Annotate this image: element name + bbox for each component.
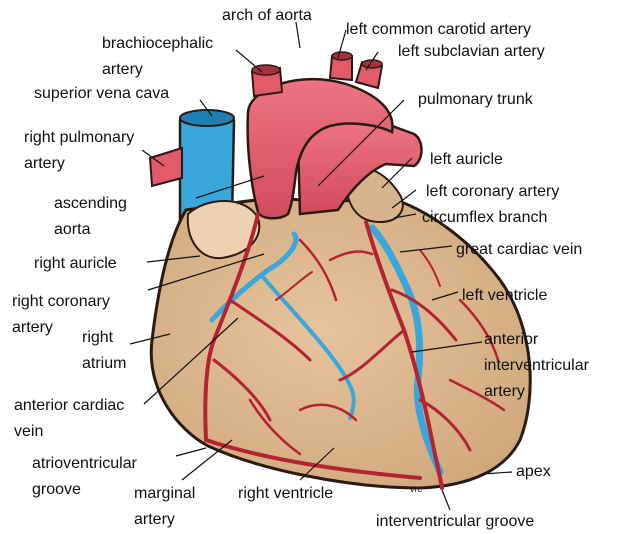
label-marginal-artery-line1: marginal: [134, 485, 195, 502]
label-brachiocephalic-line1: brachiocephalic: [102, 35, 213, 52]
label-left-ventricle: left ventricle: [462, 287, 547, 304]
label-pulmonary-trunk: pulmonary trunk: [418, 91, 534, 108]
right-pulmonary-artery-vessel: [150, 148, 182, 186]
label-right-atrium-line1: right: [82, 329, 114, 346]
label-atrioventricular-groove-line1: atrioventricular: [32, 455, 138, 472]
label-anterior-interventricular-line2: interventricular: [484, 357, 590, 374]
label-interventricular-groove: interventricular groove: [376, 513, 534, 530]
artist-signature: vrc: [410, 484, 422, 494]
label-ascending-aorta-line2: aorta: [54, 221, 91, 238]
label-arch-of-aorta: arch of aorta: [222, 7, 312, 24]
label-anterior-cardiac-vein-line1: anterior cardiac: [14, 397, 124, 414]
label-left-auricle: left auricle: [430, 151, 503, 168]
label-apex: apex: [516, 463, 551, 480]
label-right-ventricle: right ventricle: [238, 485, 333, 502]
label-right-atrium-line2: atrium: [82, 355, 126, 372]
label-great-cardiac-vein: great cardiac vein: [456, 241, 582, 258]
label-anterior-interventricular-line1: anterior: [484, 331, 539, 348]
label-left-common-carotid-artery: left common carotid artery: [346, 21, 531, 38]
label-right-pulmonary-line2: artery: [24, 155, 65, 172]
label-circumflex-branch: circumflex branch: [422, 209, 547, 226]
label-right-auricle: right auricle: [34, 255, 117, 272]
label-anterior-interventricular-line3: artery: [484, 383, 525, 400]
label-ascending-aorta-line1: ascending: [54, 195, 127, 212]
label-left-subclavian-artery: left subclavian artery: [398, 43, 545, 60]
label-marginal-artery-line2: artery: [134, 511, 175, 528]
left-common-carotid-opening: [332, 52, 352, 60]
superior-vena-cava-opening: [180, 110, 234, 126]
label-brachiocephalic-line2: artery: [102, 61, 143, 78]
label-superior-vena-cava: superior vena cava: [34, 85, 169, 102]
label-right-pulmonary-line1: right pulmonary: [24, 129, 134, 146]
label-right-coronary-line1: right coronary: [12, 293, 110, 310]
label-right-coronary-line2: artery: [12, 319, 53, 336]
label-left-coronary-artery: left coronary artery: [426, 183, 559, 200]
label-atrioventricular-groove-line2: groove: [32, 481, 81, 498]
label-anterior-cardiac-vein-line2: vein: [14, 423, 43, 440]
